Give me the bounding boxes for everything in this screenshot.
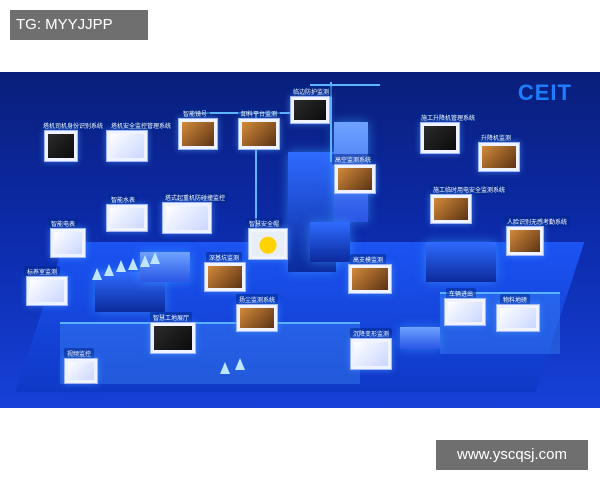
tree bbox=[92, 268, 102, 280]
label-elec-safety: 施工临时用电安全监测系统 bbox=[430, 184, 509, 195]
label-support-monitor: 高支模监测 bbox=[350, 254, 387, 265]
crane-right-arm bbox=[310, 84, 380, 86]
label-unload-platform: 卸料平台监测 bbox=[238, 108, 281, 119]
label-smart-meter: 智能电表 bbox=[48, 218, 79, 229]
panel-deep-pit bbox=[204, 262, 246, 292]
panel-edge-guard bbox=[290, 96, 330, 124]
label-face-attendance: 人脸识别无感考勤系统 bbox=[504, 216, 571, 227]
panel-hoist-manage bbox=[420, 122, 460, 154]
panel-video bbox=[64, 358, 98, 384]
center-low-building bbox=[310, 222, 350, 262]
label-tower-anticollision: 塔式起重机防碰撞监控 bbox=[162, 192, 229, 203]
panel-smart-mirror bbox=[178, 118, 218, 150]
panel-smart-helmet bbox=[248, 228, 288, 260]
panel-scaffold bbox=[26, 276, 68, 306]
label-vehicle: 车辆进出 bbox=[446, 288, 477, 299]
panel-face-attendance bbox=[506, 226, 544, 256]
panel-settle-monitor bbox=[350, 338, 392, 370]
label-material: 物料地磅 bbox=[500, 294, 531, 305]
crane-left bbox=[255, 112, 257, 252]
label-deep-pit: 深基坑监测 bbox=[206, 252, 243, 263]
right-gate bbox=[426, 242, 496, 282]
panel-smart-meter bbox=[50, 228, 86, 258]
bottom-watermark: www.yscqsj.com bbox=[436, 440, 588, 470]
panel-hd-monitor bbox=[334, 164, 376, 194]
smart-site-illustration: CEIT 塔机司机身份识别系统 塔机安全监控管理系统 智能镜号 卸料平台监测 临… bbox=[0, 72, 600, 408]
label-edge-guard: 临边防护监测 bbox=[290, 86, 333, 97]
panel-tower-anticollision bbox=[162, 202, 212, 234]
tree bbox=[128, 258, 138, 270]
truck bbox=[400, 327, 440, 349]
panel-unload-platform bbox=[238, 118, 280, 150]
tree bbox=[220, 362, 230, 374]
tree bbox=[104, 264, 114, 276]
brand-logo: CEIT bbox=[517, 80, 572, 105]
panel-smart-site bbox=[150, 322, 196, 354]
label-tower-safety: 塔机安全监控管理系统 bbox=[108, 120, 175, 131]
crane-right bbox=[330, 82, 332, 162]
panel-smart-water bbox=[106, 204, 148, 232]
panel-support-monitor bbox=[348, 264, 392, 294]
label-video: 视频监控 bbox=[64, 348, 95, 359]
label-scaffold: 标养室监测 bbox=[24, 266, 61, 277]
label-hoist-manage: 施工升降机管理系统 bbox=[418, 112, 479, 123]
panel-driver-id bbox=[44, 130, 78, 162]
label-smart-water: 智能水表 bbox=[108, 194, 139, 205]
panel-elec-safety bbox=[430, 194, 472, 224]
label-smart-helmet: 智慧安全帽 bbox=[246, 218, 283, 229]
label-smart-site: 智慧工地展厅 bbox=[150, 312, 193, 323]
label-driver-id: 塔机司机身份识别系统 bbox=[40, 120, 107, 131]
panel-material bbox=[496, 304, 540, 332]
panel-hoist-monitor bbox=[478, 142, 520, 172]
front-fence bbox=[60, 322, 360, 384]
label-hoist-monitor: 升降机监测 bbox=[478, 132, 515, 143]
panel-tower-safety bbox=[106, 130, 148, 162]
top-watermark: TG: MYYJJPP bbox=[10, 10, 148, 40]
tree bbox=[116, 260, 126, 272]
tree bbox=[140, 255, 150, 267]
label-hd-monitor: 高空监测系统 bbox=[332, 154, 375, 165]
panel-vehicle bbox=[444, 298, 486, 326]
label-env-monitor: 扬尘监测系统 bbox=[236, 294, 279, 305]
tree bbox=[235, 358, 245, 370]
panel-env-monitor bbox=[236, 304, 278, 332]
label-settle-monitor: 沉降变形监测 bbox=[350, 328, 393, 339]
tree bbox=[150, 252, 160, 264]
label-smart-mirror: 智能镜号 bbox=[180, 108, 211, 119]
